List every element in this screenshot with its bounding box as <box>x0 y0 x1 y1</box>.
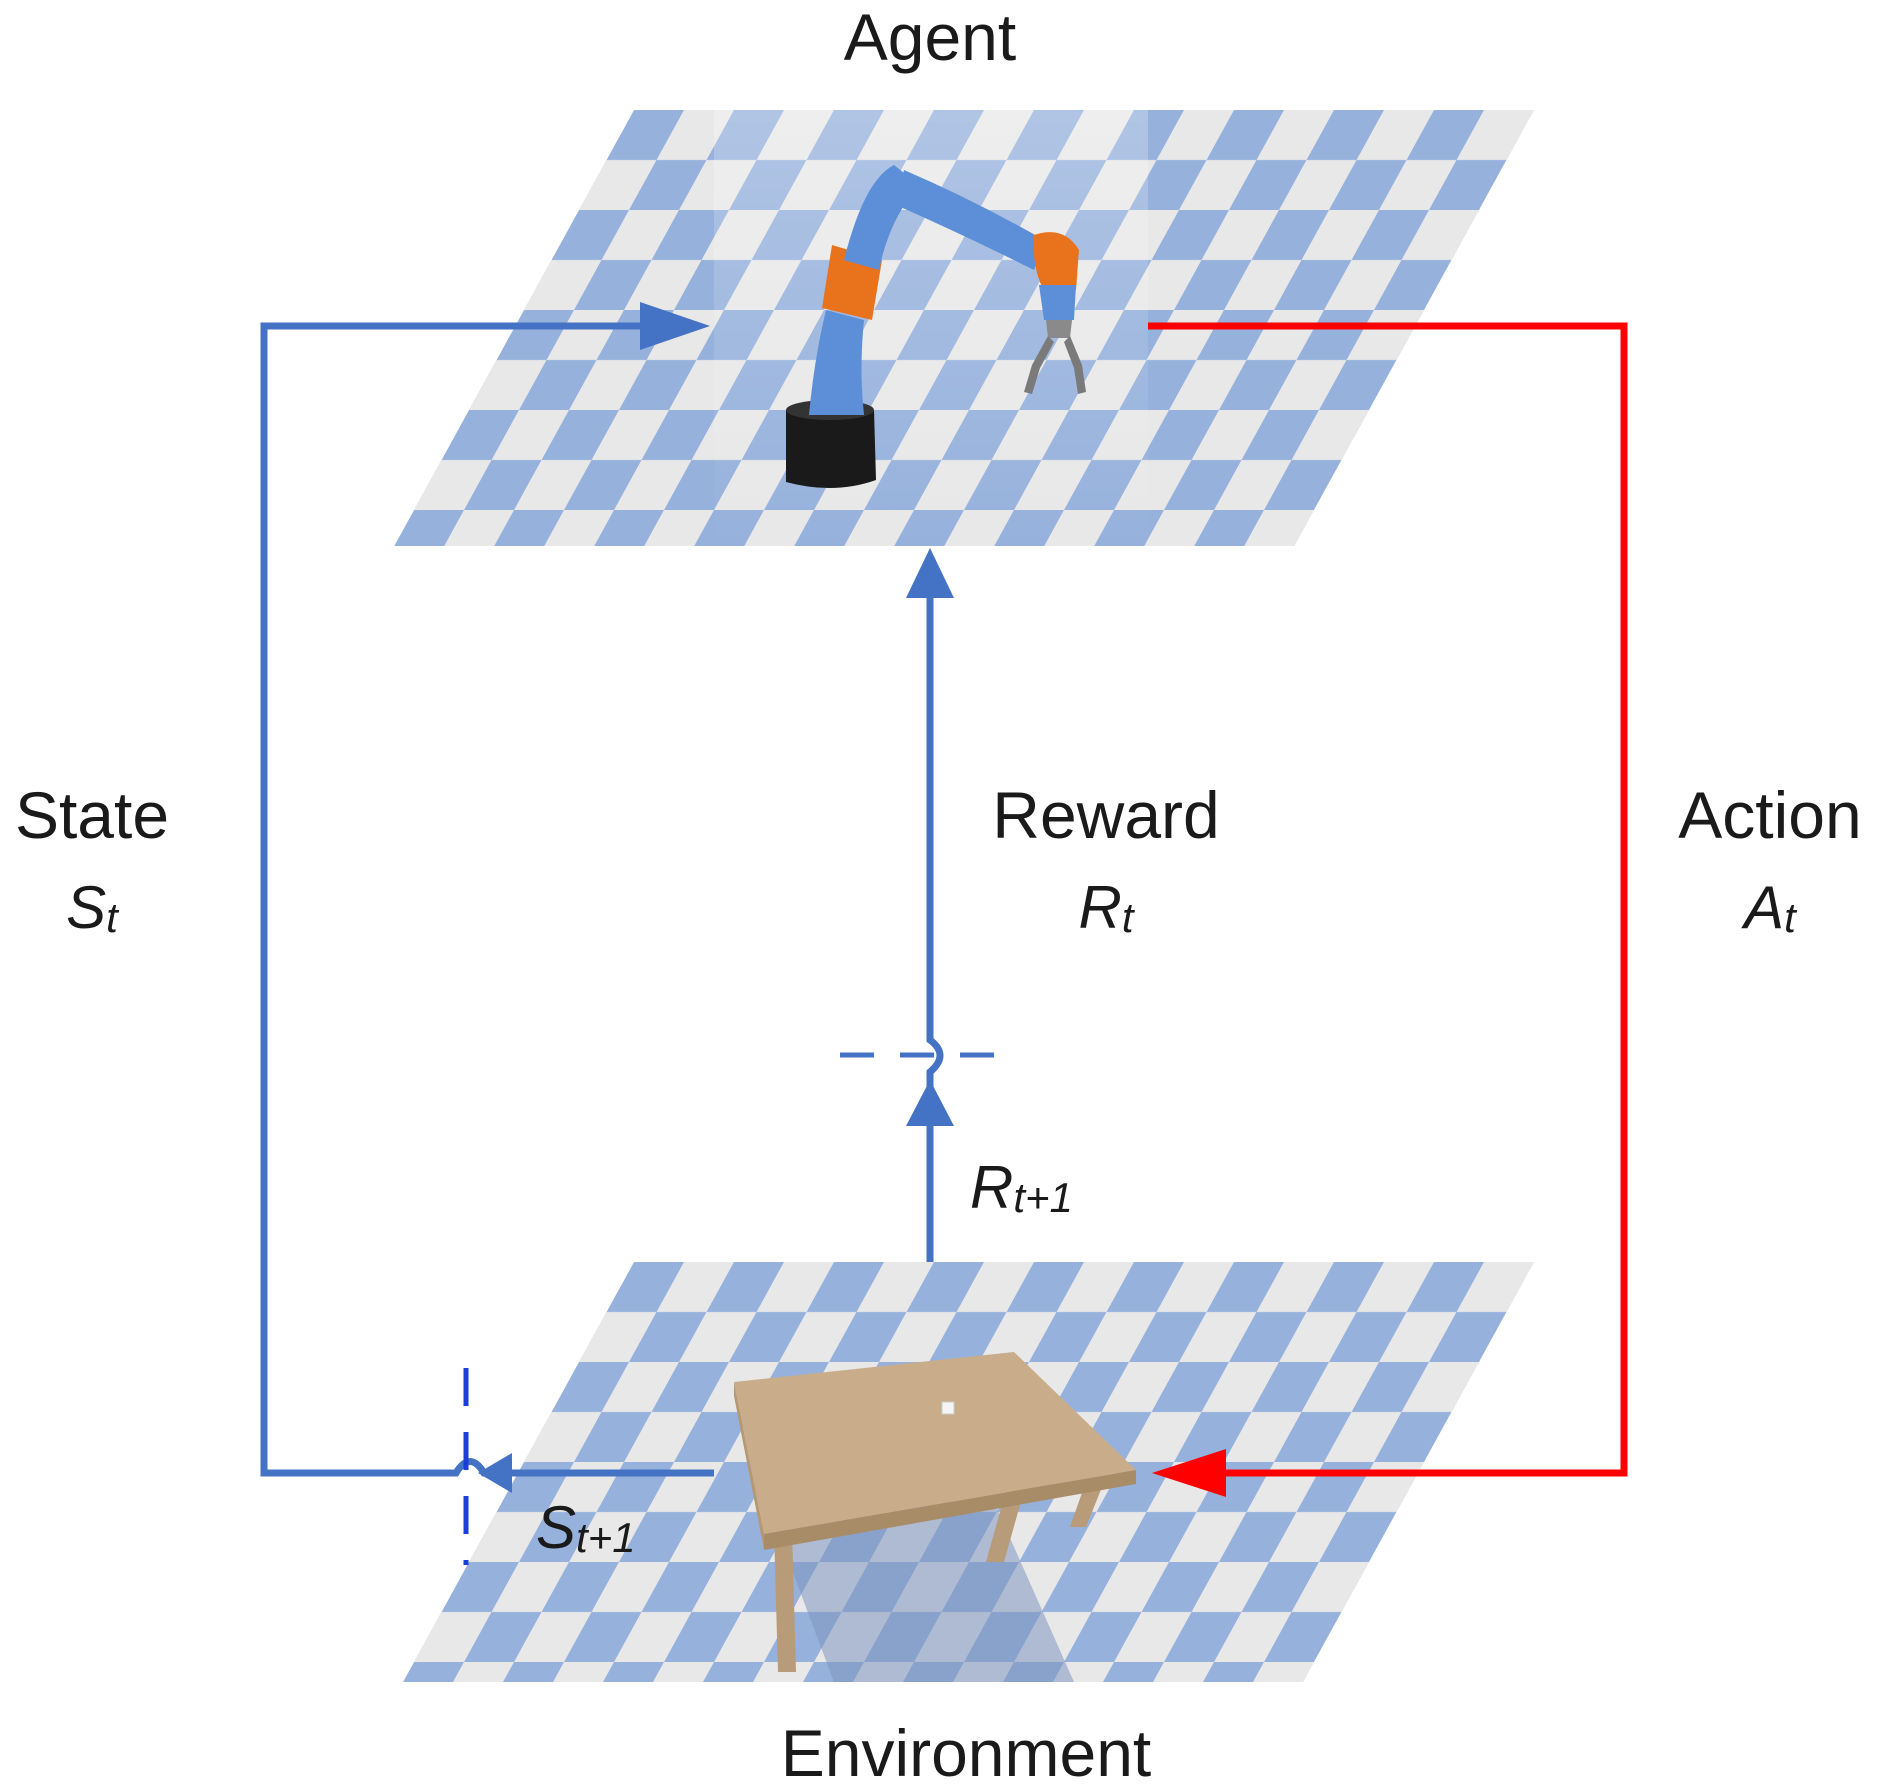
reward-arrow <box>926 590 944 1262</box>
action-label: Action <box>1678 778 1861 852</box>
reward-symbol: Rt <box>1078 874 1135 941</box>
agent-image <box>394 110 1534 546</box>
environment-title: Environment <box>781 1716 1152 1785</box>
state-label: State <box>15 778 169 852</box>
action-arrowhead <box>1152 1449 1226 1497</box>
next-reward-arrowhead <box>906 1080 954 1126</box>
state-symbol: St <box>66 874 120 941</box>
action-symbol: At <box>1741 874 1798 941</box>
reward-arrowhead <box>906 548 954 598</box>
next-state-arrowhead <box>478 1453 512 1493</box>
robot-arm-icon <box>786 165 1086 489</box>
environment-image <box>402 1262 1534 1682</box>
next-reward-label: Rt+1 <box>970 1154 1073 1221</box>
table-icon <box>734 1352 1136 1672</box>
action-arrow <box>1148 322 1628 1477</box>
agent-title: Agent <box>844 0 1016 74</box>
next-state-label: St+1 <box>536 1494 636 1561</box>
state-arrowhead <box>640 302 710 350</box>
reward-label: Reward <box>992 778 1219 852</box>
